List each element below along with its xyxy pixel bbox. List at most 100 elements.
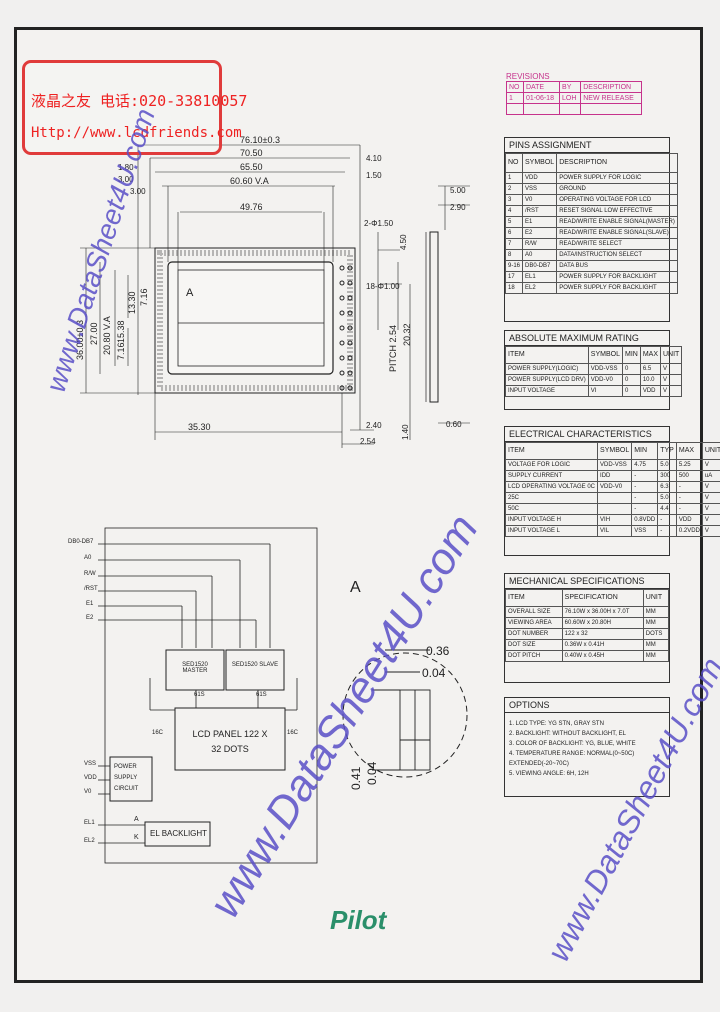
pin-cell: READ/WRITE ENABLE SIGNAL(SLAVE) — [556, 227, 678, 239]
master-box — [165, 649, 225, 691]
module-outline — [154, 247, 356, 394]
contact-stamp: 液晶之友 电话:020-33810057 Http://www.lcdfrien… — [22, 60, 247, 155]
pin-cell: R/W — [522, 238, 558, 250]
elec-cell: LCD OPERATING VOLTAGE 0C — [504, 481, 599, 493]
dim-60-60-va: 60.60 V.A — [230, 176, 269, 186]
abs-max-title: ABSOLUTE MAXIMUM RATING — [505, 331, 669, 346]
pin-cell: VDD — [522, 172, 558, 184]
abs-header: MIN — [621, 346, 641, 364]
option-line: 3. COLOR OF BACKLIGHT: YG, BLUE, WHITE — [509, 741, 636, 747]
elec-cell: 0.2VDD — [675, 525, 703, 537]
rev-header: DESCRIPTION — [580, 81, 642, 93]
dim-7-16b: 7.16 — [116, 342, 126, 360]
pitch-label: PITCH 2.54 — [388, 325, 398, 372]
abs-cell: V — [659, 363, 683, 375]
pin-cell: 3 — [504, 194, 524, 206]
elec-cell: VOLTAGE FOR LOGIC — [504, 459, 599, 471]
abs-cell: 6.5 — [639, 363, 662, 375]
side-view — [429, 231, 439, 403]
elec-cell: - — [631, 481, 659, 493]
abs-cell: VDD-V0 — [587, 374, 623, 386]
rev-header: BY — [559, 81, 582, 93]
revisions-block: REVISIONS NO DATE BY DESCRIPTION 1 01-06… — [506, 72, 642, 115]
pin-cell: 6 — [504, 227, 524, 239]
el2-label: EL2 — [84, 838, 95, 844]
elec-cell: 300 — [657, 470, 677, 482]
elec-cell: V — [701, 459, 720, 471]
abs-max-table: ABSOLUTE MAXIMUM RATING ITEM SYMBOL MIN … — [504, 330, 683, 410]
pin-cell: E2 — [522, 227, 558, 239]
elec-row: 50C-4.4-V — [504, 503, 720, 515]
elec-cell: 4.75 — [631, 459, 659, 471]
pin-cell: E1 — [522, 216, 558, 228]
active-area — [177, 269, 325, 367]
seg2-label: 61S — [256, 692, 267, 698]
elec-cell: 50C — [504, 503, 599, 515]
mech-cell: 76.10W x 36.00H x 7.0T — [561, 606, 644, 618]
mech-header: ITEM — [505, 589, 563, 607]
sig-db: DB0-DB7 — [68, 539, 94, 545]
dim-0-60: 0.60 — [446, 420, 462, 429]
dim-5-00: 5.00 — [450, 186, 466, 195]
dim-49-76: 49.76 — [240, 202, 263, 212]
pin-cell: GROUND — [556, 183, 678, 195]
pin-cell: READ/WRITE ENABLE SIGNAL(MASTER) — [556, 216, 678, 228]
dim-76-10: 76.10±0.3 — [240, 135, 280, 145]
dim-70-50: 70.50 — [240, 148, 263, 158]
mechanical-title: MECHANICAL SPECIFICATIONS — [505, 574, 669, 589]
elec-cell: - — [657, 525, 677, 537]
elec-cell: INPUT VOLTAGE L — [504, 525, 599, 537]
dim-36-00: 36.00±0.3 — [75, 320, 85, 360]
pin-cell: DB0-DB7 — [522, 260, 558, 272]
panel-label: LCD PANEL 122 X 32 DOTS — [192, 729, 268, 754]
elec-cell: V — [701, 503, 720, 515]
elec-cell: - — [631, 470, 659, 482]
pin-label: 18-Φ1.00 — [366, 282, 400, 291]
elec-cell: SUPPLY CURRENT — [504, 470, 599, 482]
rev-header: NO — [506, 81, 524, 93]
elec-cell: 500 — [675, 470, 703, 482]
abs-cell: V — [659, 374, 683, 386]
dim-65-50: 65.50 — [240, 162, 263, 172]
abs-cell: POWER SUPPLY(LOGIC) — [505, 363, 589, 375]
elec-cell: VDD-V0 — [597, 481, 633, 493]
rev-cell: NEW RELEASE — [580, 92, 642, 104]
pins-header: NO — [504, 153, 524, 173]
mech-cell: DOT NUMBER — [505, 628, 563, 640]
mech-cell: MM — [642, 617, 670, 629]
mech-cell: MM — [642, 639, 670, 651]
slave-box — [225, 649, 285, 691]
elec-cell: V — [701, 514, 720, 526]
elec-cell: 6.3 — [657, 481, 677, 493]
mech-cell: DOTS — [642, 628, 670, 640]
dim-1-50: 1.50 — [366, 171, 382, 180]
mech-cell: VIEWING AREA — [505, 617, 563, 629]
elec-cell: V — [701, 492, 720, 504]
viewing-area — [167, 261, 334, 375]
elec-cell: 25C — [504, 492, 599, 504]
elec-cell — [597, 492, 633, 504]
el1-label: EL1 — [84, 820, 95, 826]
abs-cell: V — [659, 385, 683, 397]
pin-cell: READ/WRITE SELECT — [556, 238, 678, 250]
elec-cell: VIH — [597, 514, 633, 526]
pilot-logo: Pilot — [330, 905, 387, 935]
detail-dim-0-04a: 0.04 — [422, 666, 446, 680]
dim-7-16a: 7.16 — [139, 288, 149, 306]
mech-header: SPECIFICATION — [561, 589, 644, 607]
elec-header: ITEM — [504, 442, 599, 460]
